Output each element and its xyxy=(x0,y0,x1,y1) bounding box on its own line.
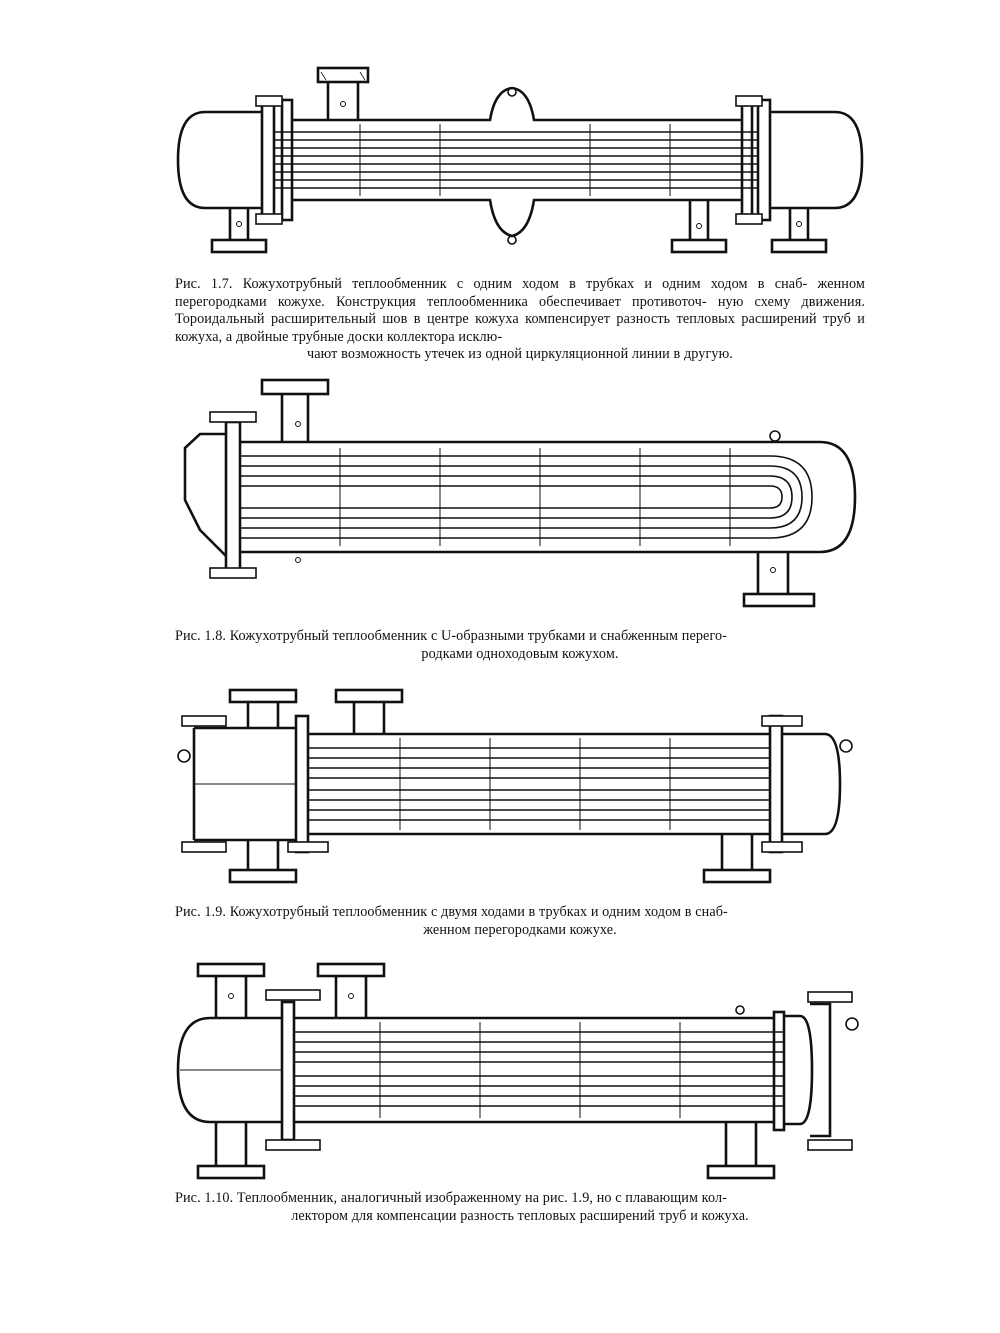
figure-caption-1-7: Рис. 1.7. Кожухотрубный теплообменник с … xyxy=(175,276,865,364)
figure-caption-1-8: Рис. 1.8. Кожухотрубный теплообменник с … xyxy=(175,628,865,663)
heat-exchanger-drawing-1-8 xyxy=(183,378,857,608)
figure-1-10: Рис. 1.10. Теплообменник, аналогичный из… xyxy=(0,946,1000,1236)
caption-line: ную схему движения. Тороидальный расшири… xyxy=(175,293,865,328)
heat-exchanger-drawing-1-9 xyxy=(177,688,853,884)
caption-line: женном перегородками кожухе. Конструкция… xyxy=(175,276,865,310)
caption-line: лектором для компенсации разность теплов… xyxy=(291,1207,749,1224)
caption-line: Рис. 1.8. Кожухотрубный теплообменник с … xyxy=(175,628,728,644)
figure-1-9: Рис. 1.9. Кожухотрубный теплообменник с … xyxy=(0,672,1000,942)
heat-exchanger-drawing-1-7 xyxy=(176,66,864,254)
caption-line: Рис. 1.9. Кожухотрубный теплообменник с … xyxy=(175,904,728,920)
caption-line: женном перегородками кожухе. xyxy=(423,921,617,938)
figure-caption-1-10: Рис. 1.10. Теплообменник, аналогичный из… xyxy=(175,1190,865,1225)
caption-line: родками одноходовым кожухом. xyxy=(421,645,619,662)
caption-line: разность тепловых расширений труб и кожу… xyxy=(175,311,865,345)
caption-line: Рис. 1.10. Теплообменник, аналогичный из… xyxy=(175,1190,727,1206)
figure-1-8: Рис. 1.8. Кожухотрубный теплообменник с … xyxy=(0,370,1000,670)
caption-line: чают возможность утечек из одной циркуля… xyxy=(307,346,733,362)
figure-caption-1-9: Рис. 1.9. Кожухотрубный теплообменник с … xyxy=(175,904,865,939)
caption-line: Рис. 1.7. Кожухотрубный теплообменник с … xyxy=(175,276,808,292)
heat-exchanger-drawing-1-10 xyxy=(176,962,859,1180)
figure-1-7: Рис. 1.7. Кожухотрубный теплообменник с … xyxy=(0,0,1000,380)
